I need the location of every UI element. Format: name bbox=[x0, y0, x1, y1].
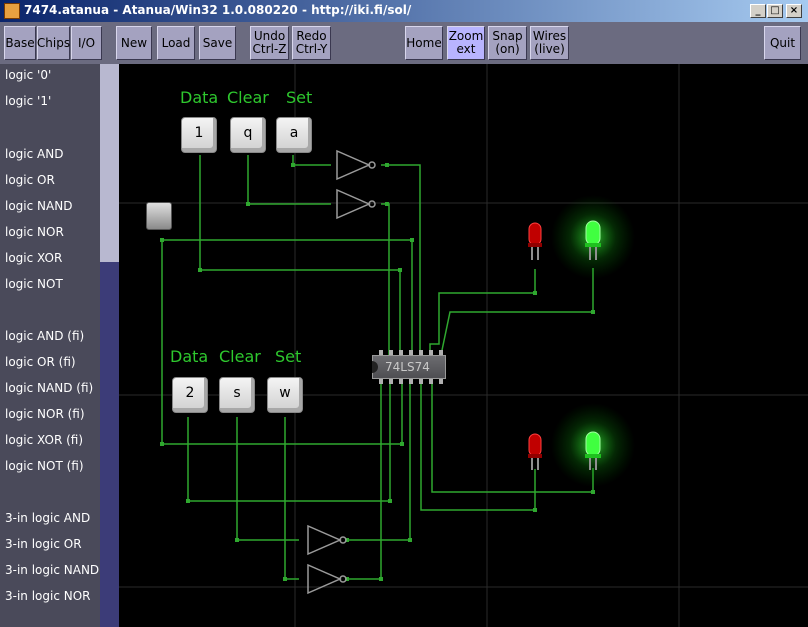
sidebar-item-logic-or-fi[interactable]: logic OR (fi) bbox=[5, 355, 76, 369]
led-green-icon bbox=[585, 431, 601, 470]
wires-button[interactable]: Wires (live) bbox=[530, 26, 569, 60]
app-icon bbox=[4, 3, 20, 19]
data-label: Data bbox=[180, 88, 219, 107]
set-label: Set bbox=[275, 347, 302, 366]
not-gates bbox=[307, 149, 376, 595]
sidebar-item-3in-or[interactable]: 3-in logic OR bbox=[5, 537, 82, 551]
data-label: Data bbox=[170, 347, 209, 366]
sidebar-item-logic-0[interactable]: logic '0' bbox=[5, 68, 52, 82]
wire-junctions bbox=[160, 163, 595, 581]
key-w-button[interactable]: w bbox=[267, 377, 303, 413]
wire-set bbox=[161, 155, 594, 580]
save-button[interactable]: Save bbox=[199, 26, 236, 60]
clear-label: Clear bbox=[219, 347, 261, 366]
new-button[interactable]: New bbox=[116, 26, 152, 60]
chip-pin bbox=[439, 379, 443, 384]
led-red-icon bbox=[528, 222, 542, 260]
chip-pin bbox=[419, 350, 423, 355]
sidebar-item-logic-not-fi[interactable]: logic NOT (fi) bbox=[5, 459, 84, 473]
sidebar-item-logic-or[interactable]: logic OR bbox=[5, 173, 55, 187]
chip-pin bbox=[439, 350, 443, 355]
snap-button[interactable]: Snap (on) bbox=[488, 26, 527, 60]
chip-pin bbox=[379, 350, 383, 355]
led-green-icon bbox=[585, 220, 601, 260]
chip-pin bbox=[399, 350, 403, 355]
undo-button[interactable]: Undo Ctrl-Z bbox=[250, 26, 289, 60]
chip-pin bbox=[429, 379, 433, 384]
sidebar-item-logic-xor[interactable]: logic XOR bbox=[5, 251, 63, 265]
set-label: Set bbox=[286, 88, 313, 107]
key-2-button[interactable]: 2 bbox=[172, 377, 208, 413]
chip-pin bbox=[409, 350, 413, 355]
redo-button[interactable]: Redo Ctrl-Y bbox=[292, 26, 331, 60]
io-button[interactable]: I/O bbox=[71, 26, 102, 60]
sidebar-item-3in-nand[interactable]: 3-in logic NAND bbox=[5, 563, 100, 577]
key-a-button[interactable]: a bbox=[276, 117, 312, 153]
sidebar-item-logic-nand[interactable]: logic NAND bbox=[5, 199, 73, 213]
title-bar: 7474.atanua - Atanua/Win32 1.0.080220 - … bbox=[0, 0, 808, 22]
circuit-wires bbox=[119, 64, 808, 627]
key-1-button[interactable]: 1 bbox=[181, 117, 217, 153]
base-button[interactable]: Base bbox=[4, 26, 36, 60]
chip-notch bbox=[372, 361, 378, 373]
quit-button[interactable]: Quit bbox=[764, 26, 801, 60]
sidebar-item-3in-and[interactable]: 3-in logic AND bbox=[5, 511, 91, 525]
sidebar-item-logic-nor-fi[interactable]: logic NOR (fi) bbox=[5, 407, 85, 421]
toolbar: Base Chips I/O New Load Save Undo Ctrl-Z… bbox=[0, 22, 808, 64]
chips-button[interactable]: Chips bbox=[37, 26, 70, 60]
sidebar-item-3in-nor[interactable]: 3-in logic NOR bbox=[5, 589, 91, 603]
chip-pin bbox=[399, 379, 403, 384]
sidebar-item-logic-nand-fi[interactable]: logic NAND (fi) bbox=[5, 381, 94, 395]
component-sidebar: logic '0' logic '1' logic AND logic OR l… bbox=[0, 64, 100, 627]
home-button[interactable]: Home bbox=[405, 26, 443, 60]
sidebar-item-logic-xor-fi[interactable]: logic XOR (fi) bbox=[5, 433, 84, 447]
chip-74ls74[interactable]: 74LS74 bbox=[372, 355, 446, 379]
zoom-button[interactable]: Zoom ext bbox=[447, 26, 485, 60]
chip-pin bbox=[429, 350, 433, 355]
minimize-button[interactable]: _ bbox=[750, 4, 766, 18]
led-red-icon bbox=[528, 433, 542, 470]
circuit-canvas[interactable]: Data Clear Set 1 q a Data Clear Set 2 s … bbox=[119, 64, 808, 627]
clear-label: Clear bbox=[227, 88, 269, 107]
sidebar-item-logic-nor[interactable]: logic NOR bbox=[5, 225, 64, 239]
window-title: 7474.atanua - Atanua/Win32 1.0.080220 - … bbox=[24, 3, 412, 17]
chip-pin bbox=[389, 379, 393, 384]
oscillator-icon[interactable] bbox=[146, 202, 172, 230]
chip-pin bbox=[419, 379, 423, 384]
sidebar-scrollbar-thumb[interactable] bbox=[100, 64, 119, 262]
key-q-button[interactable]: q bbox=[230, 117, 266, 153]
key-s-button[interactable]: s bbox=[219, 377, 255, 413]
canvas-grid bbox=[119, 64, 808, 627]
sidebar-item-logic-1[interactable]: logic '1' bbox=[5, 94, 52, 108]
load-button[interactable]: Load bbox=[157, 26, 195, 60]
sidebar-item-logic-and-fi[interactable]: logic AND (fi) bbox=[5, 329, 85, 343]
chip-pin bbox=[389, 350, 393, 355]
chip-pin bbox=[409, 379, 413, 384]
chip-pin bbox=[379, 379, 383, 384]
close-button[interactable]: × bbox=[786, 4, 802, 18]
maximize-button[interactable]: □ bbox=[767, 4, 783, 18]
sidebar-item-logic-not[interactable]: logic NOT bbox=[5, 277, 63, 291]
sidebar-item-logic-and[interactable]: logic AND bbox=[5, 147, 64, 161]
